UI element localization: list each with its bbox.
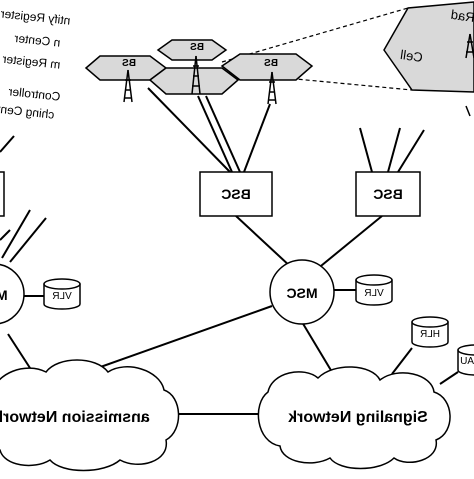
link-line [197, 95, 233, 173]
bsc-box-center: BSC [199, 171, 273, 217]
auc-label: AU [460, 356, 474, 367]
bs-cell-cluster: BS BS BS [84, 39, 314, 105]
bsc-box-left [0, 171, 5, 217]
legend-line: ching Center [0, 101, 55, 122]
vlr-db-center: VLR [355, 274, 393, 306]
vlr-label: VLR [52, 291, 71, 302]
link-line [301, 321, 333, 373]
bs-label: BS [264, 58, 278, 69]
link-line [235, 215, 293, 269]
msc-label: MSC [0, 287, 8, 303]
auc-db: AU [457, 344, 474, 376]
bsc-label: BSC [373, 186, 403, 202]
cell-hexagon [220, 53, 314, 81]
cell-label: Cell [399, 47, 423, 65]
legend-line: ntify Register [0, 6, 71, 27]
link-line [439, 371, 459, 385]
legend-line: m Register [2, 52, 61, 72]
link-line [391, 347, 413, 375]
msc-label: MSC [286, 285, 317, 301]
legend-line: n Center [14, 31, 61, 50]
link-line [465, 105, 471, 117]
antenna-tower-icon [465, 33, 474, 59]
antenna-tower-icon [267, 71, 277, 105]
transmission-network-cloud: ansmission Network [0, 359, 180, 472]
link-line [7, 333, 31, 369]
signaling-network-cloud: Signaling Network [257, 366, 451, 470]
antenna-tower-icon [191, 55, 201, 95]
antenna-tower-icon [123, 69, 133, 103]
bs-label: BS [190, 42, 204, 53]
bsc-label: BSC [221, 186, 251, 202]
link-line [359, 127, 373, 173]
msc-node-center: MSC [269, 259, 335, 325]
link-line [147, 87, 231, 173]
link-line [387, 127, 401, 173]
link-line [243, 103, 271, 173]
cell-hexagon [383, 1, 474, 93]
msc-circle [0, 263, 25, 325]
link-line [9, 217, 47, 263]
cell-radio-label: Rad [450, 7, 474, 25]
hlr-db: HLR [411, 316, 449, 348]
vlr-label: VLR [364, 288, 383, 299]
hlr-label: HLR [420, 329, 440, 340]
cloud-shape [257, 366, 451, 470]
legend-mirrored: ntify Register n Center m Register Contr… [0, 6, 71, 121]
bsc-rect [0, 171, 5, 217]
legend-line: Controller [8, 84, 61, 103]
link-line [0, 229, 11, 241]
zoom-line [221, 7, 409, 63]
bsc-rect [355, 171, 421, 217]
link-line [1, 209, 31, 259]
vlr-db-left: VLR [43, 278, 81, 310]
cell-hexagon [156, 39, 228, 61]
link-line [315, 215, 383, 271]
signaling-network-label: Signaling Network [288, 409, 428, 426]
cloud-shape [0, 359, 180, 472]
transmission-network-label: ansmission Network [0, 409, 150, 426]
msc-circle [269, 259, 335, 325]
bsc-box-right: BSC [355, 171, 421, 217]
msc-node-left: MSC [0, 263, 25, 325]
link-line [205, 95, 241, 173]
bs-label: BS [122, 58, 136, 69]
link-line [0, 135, 15, 153]
link-line [91, 305, 273, 371]
cell-zoom: Cell Rad [383, 1, 474, 93]
bsc-rect [199, 171, 273, 217]
link-line [397, 129, 425, 173]
connection-lines [0, 87, 459, 415]
